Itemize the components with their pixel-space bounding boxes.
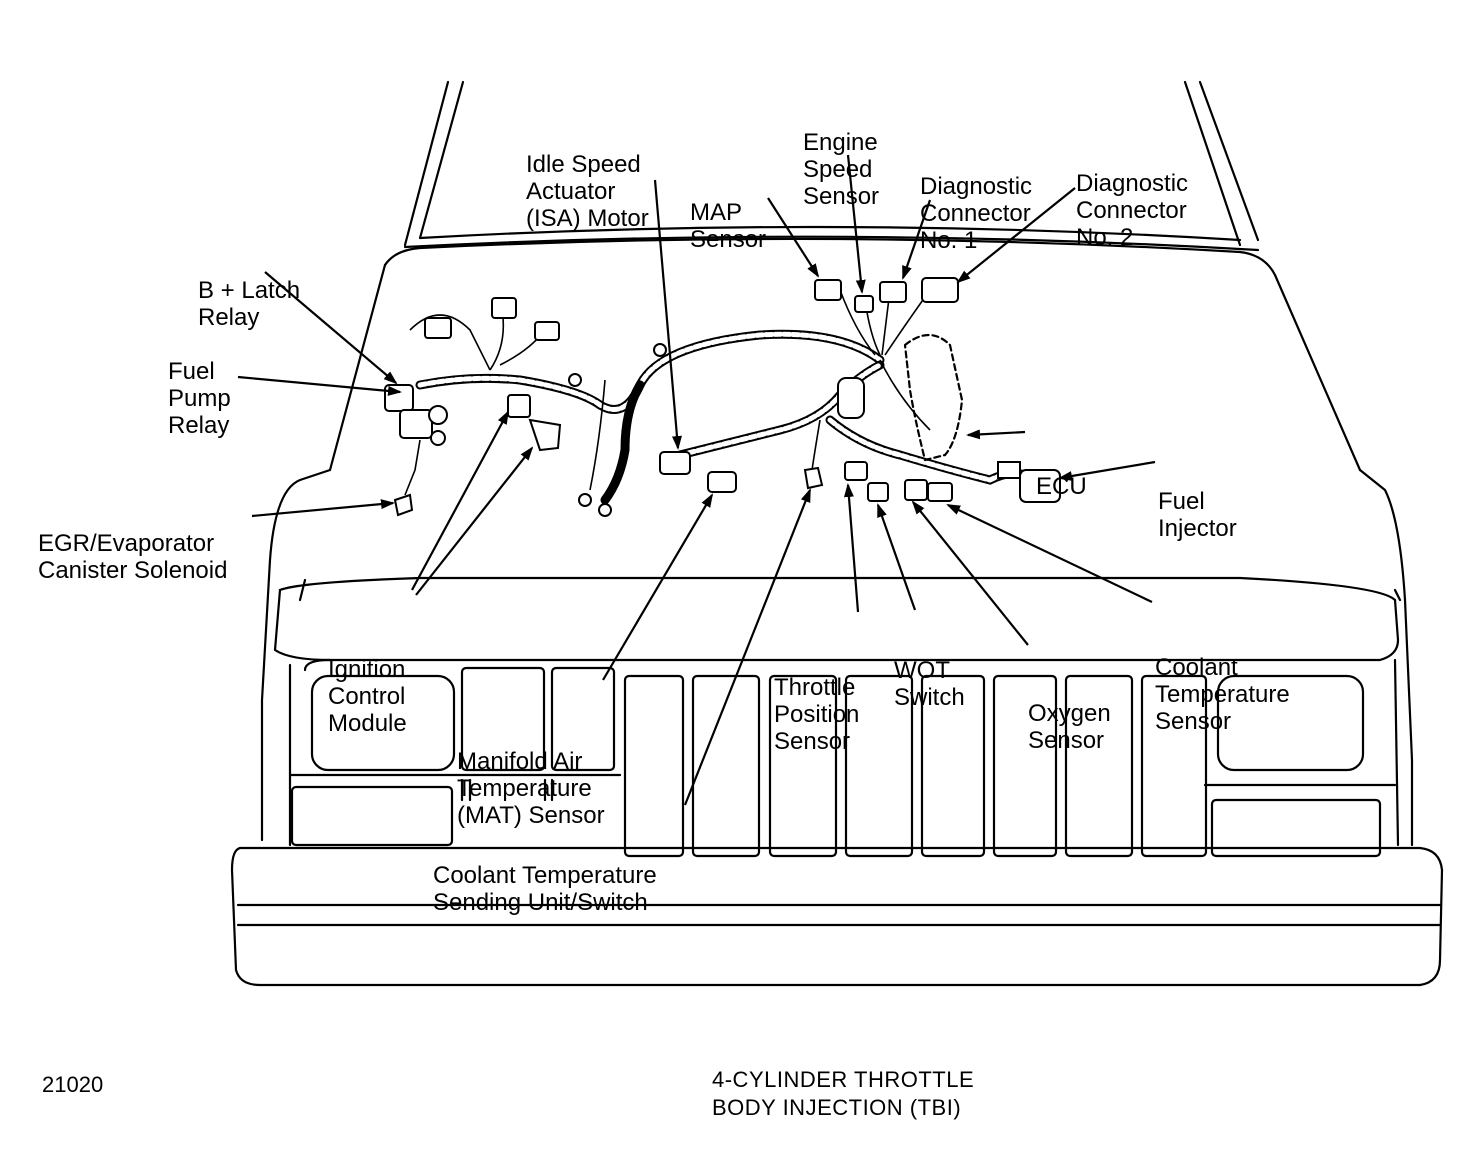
diagnostic-connector-2: [921, 277, 959, 303]
diagnostic-connector-1: [879, 281, 907, 303]
coolant-temp-sensor: [927, 482, 953, 502]
wot-switch: [867, 482, 889, 502]
coolant-sending-unit: [803, 466, 824, 490]
isa-motor: [659, 451, 691, 475]
figure-number: 21020: [42, 1072, 104, 1097]
components: [384, 277, 1061, 517]
throttle-position-sensor: [844, 461, 868, 481]
mat-sensor: [707, 471, 737, 493]
egr-solenoid: [393, 493, 414, 517]
ignition-control-module: [507, 394, 531, 418]
label-ecu: ECU: [1036, 473, 1087, 500]
map-sensor: [814, 279, 842, 301]
wiring-harness: [409, 289, 1030, 505]
vehicle-body: [230, 80, 1444, 987]
ecu: [903, 333, 964, 462]
leader-lines: [237, 154, 1156, 806]
oxygen-sensor: [904, 479, 928, 501]
fuel-injector: [1019, 469, 1061, 503]
engine-speed-sensor: [854, 295, 874, 313]
b-latch-relay: [384, 384, 414, 412]
throttle-body: [837, 377, 865, 419]
fuel-pump-relay: [399, 409, 433, 439]
